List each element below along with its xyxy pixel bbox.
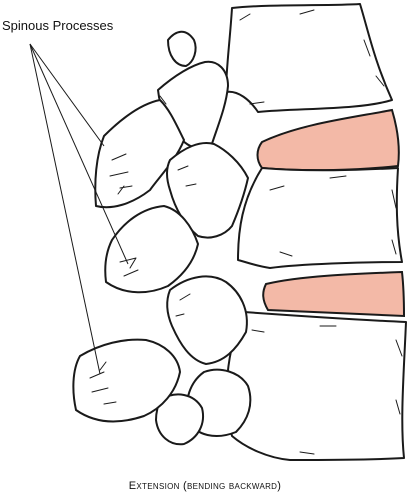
spinous-process-middle xyxy=(104,205,199,294)
vertebra-middle xyxy=(166,142,403,269)
vertebra-lower xyxy=(155,275,407,461)
spinous-process-lower xyxy=(72,338,181,423)
disc-lower xyxy=(262,270,406,318)
leader-lines xyxy=(29,43,129,375)
spinous-processes-label: Spinous Processes xyxy=(2,18,114,33)
figure-caption: Extension (bending backward) xyxy=(128,480,282,492)
disc-upper xyxy=(256,108,400,172)
